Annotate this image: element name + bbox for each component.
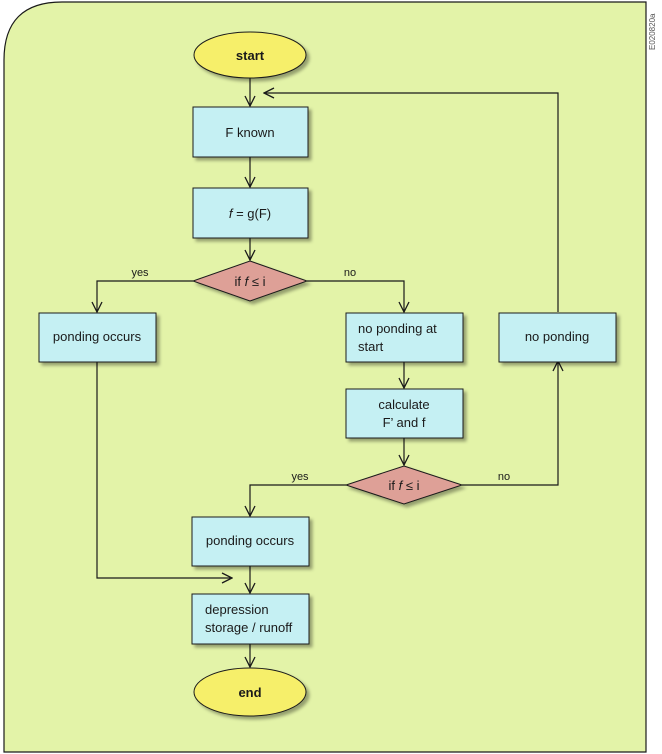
node-decision-1: if f ≤ i <box>191 260 309 302</box>
svg-text:F known: F known <box>225 125 274 140</box>
edge-label-no-2: no <box>498 471 510 483</box>
edge-decision1-no <box>307 280 404 312</box>
svg-text:start: start <box>236 48 265 63</box>
figure-id: E020820a <box>648 13 657 50</box>
svg-text:depression: depression <box>205 602 269 617</box>
edge-decision1-yes <box>97 280 193 312</box>
edge-label-no-1: no <box>344 267 356 279</box>
edge-decision2-no <box>462 361 558 486</box>
node-ponding-occurs-left: ponding occurs <box>38 312 157 363</box>
svg-text:storage / runoff: storage / runoff <box>205 620 293 635</box>
node-f-known: F known <box>192 106 309 158</box>
node-no-ponding-at-start: no ponding at start <box>345 312 464 363</box>
svg-text:start: start <box>358 339 384 354</box>
node-start: start <box>193 31 307 79</box>
node-ponding-occurs-mid: ponding occurs <box>191 516 310 567</box>
svg-text:no ponding: no ponding <box>525 329 589 344</box>
svg-text:ponding occurs: ponding occurs <box>53 329 142 344</box>
svg-text:calculate: calculate <box>378 397 429 412</box>
background-panel <box>3 1 647 753</box>
node-decision-2: if f ≤ i <box>344 465 464 505</box>
svg-text:no ponding at: no ponding at <box>358 321 437 336</box>
svg-text:if f ≤ i: if f ≤ i <box>235 274 266 289</box>
node-no-ponding: no ponding <box>498 312 617 363</box>
edge-label-yes-1: yes <box>131 267 149 279</box>
svg-text:f = g(F): f = g(F) <box>229 206 271 221</box>
edge-decision2-yes <box>250 484 346 516</box>
edge-loop-back <box>264 93 559 312</box>
svg-text:if f ≤ i: if f ≤ i <box>389 478 420 493</box>
node-calculate: calculate F’ and f <box>345 388 464 439</box>
edge-ponding-left-down <box>96 362 232 578</box>
svg-text:F’ and f: F’ and f <box>383 415 426 430</box>
node-end: end <box>193 667 307 717</box>
connectors <box>97 78 558 667</box>
node-depression-storage: depression storage / runoff <box>191 593 310 645</box>
svg-text:end: end <box>238 685 261 700</box>
edge-label-yes-2: yes <box>291 471 309 483</box>
node-f-equation: f = g(F) <box>192 187 309 239</box>
svg-text:ponding occurs: ponding occurs <box>206 533 295 548</box>
